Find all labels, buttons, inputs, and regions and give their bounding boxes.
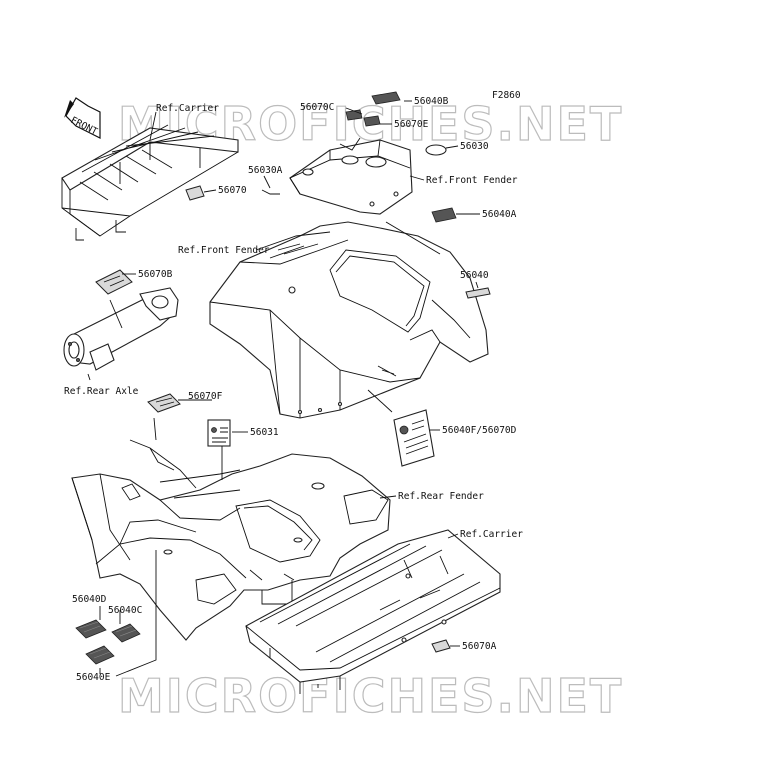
label-56070F: 56070F (188, 391, 223, 402)
front-fender-main-drawing (209, 221, 489, 419)
label-56040D: 56040D (72, 594, 107, 605)
label-56070A: 56070A (462, 641, 497, 652)
carrier-bottom-drawing (245, 529, 501, 694)
label-56070E: 56070E (394, 119, 429, 130)
carrier-top-drawing (61, 124, 239, 241)
decal-56040 (465, 287, 491, 299)
watermark-bottom: MICROFICHES.NET (118, 669, 623, 723)
decal-56040D (75, 619, 107, 639)
label-56030A: 56030A (248, 165, 283, 176)
label-56040: 56040 (460, 270, 489, 281)
decal-56040A (431, 207, 457, 223)
decal-56040C (111, 623, 141, 643)
label-ref-rear-axle: Ref.Rear Axle (64, 386, 139, 397)
decal-56070B (95, 269, 133, 295)
leader-lines (87, 100, 480, 677)
label-56070: 56070 (218, 185, 247, 196)
label-ref-front-fender-top: Ref.Front Fender (426, 175, 518, 186)
diagram-code: F2860 (492, 90, 521, 101)
decal-56031 (207, 419, 231, 447)
label-56040E: 56040E (76, 672, 111, 683)
decal-56070E (363, 115, 381, 127)
label-56070C: 56070C (300, 102, 334, 113)
front-fender-top-drawing (289, 137, 413, 215)
decal-56030 (425, 144, 447, 156)
decal-56070F (147, 393, 181, 413)
label-ref-front-fender-mid: Ref.Front Fender (178, 245, 270, 256)
label-56040C: 56040C (108, 605, 142, 616)
rear-axle-drawing (63, 287, 179, 371)
rear-fender-drawing (71, 439, 391, 641)
label-56040A: 56040A (482, 209, 517, 220)
label-56040B: 56040B (414, 96, 449, 107)
label-ref-carrier-top: Ref.Carrier (156, 103, 219, 114)
decal-56030A (261, 189, 280, 195)
decal-56070C (345, 109, 363, 121)
decal-56070A (431, 639, 451, 653)
label-56040F-56070D: 56040F/56070D (442, 425, 517, 436)
label-56031: 56031 (250, 427, 279, 438)
label-56070B: 56070B (138, 269, 173, 280)
decal-56040B (371, 91, 401, 105)
label-ref-carrier-bottom: Ref.Carrier (460, 529, 523, 540)
decal-56040E (85, 645, 115, 665)
label-ref-rear-fender: Ref.Rear Fender (398, 491, 484, 502)
decal-56070 (185, 185, 205, 201)
label-56030: 56030 (460, 141, 489, 152)
front-arrow-icon: FRONT (64, 97, 101, 139)
decal-56040F-56070D (393, 409, 435, 467)
